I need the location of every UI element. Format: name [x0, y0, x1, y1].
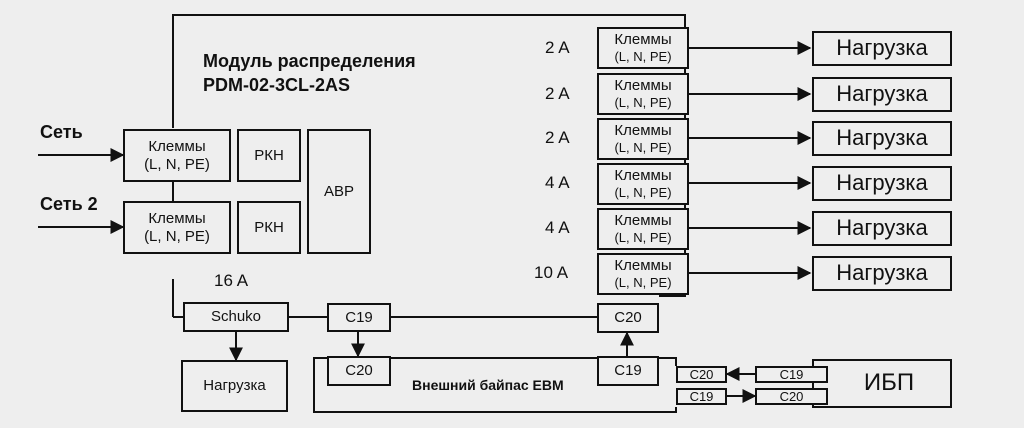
load-6: Нагрузка — [812, 256, 952, 291]
bypass-outline-left — [313, 357, 677, 413]
load-4: Нагрузка — [812, 166, 952, 201]
terminal-line1: Клеммы — [614, 77, 672, 95]
terminal-line1: Клеммы — [148, 209, 206, 227]
c19-connector-top: C19 — [327, 303, 391, 332]
c20-connector-module: C20 — [597, 303, 659, 333]
load-1: Нагрузка — [812, 31, 952, 66]
output-current-6: 10 A — [534, 263, 569, 282]
terminal-line2: (L, N, PE) — [614, 185, 672, 201]
terminal-line2: (L, N, PE) — [614, 140, 672, 156]
terminal-line1: Клеммы — [614, 122, 672, 140]
terminal-line1: Клеммы — [614, 167, 672, 185]
load-2: Нагрузка — [812, 77, 952, 112]
output-terminal-1: Клеммы (L, N, PE) — [597, 27, 689, 69]
input-label-1: Сеть — [40, 122, 83, 142]
terminal-line1: Клеммы — [614, 257, 672, 275]
terminal-line1: Клеммы — [614, 31, 672, 49]
output-current-5: 4 A — [545, 218, 570, 237]
schuko-current: 16 A — [214, 271, 249, 290]
load-5: Нагрузка — [812, 211, 952, 246]
terminal-line2: (L, N, PE) — [614, 49, 672, 65]
module-outline — [172, 14, 686, 297]
terminal-line2: (L, N, PE) — [614, 275, 672, 291]
output-current-1: 2 A — [545, 38, 570, 57]
terminal-line1: Клеммы — [148, 137, 206, 155]
input-terminal-2: Клеммы (L, N, PE) — [123, 201, 231, 254]
schuko-socket: Schuko — [183, 302, 289, 332]
module-title: Модуль распределения PDM-02-3CL-2AS — [203, 49, 416, 97]
bypass-c19-output: C19 — [676, 388, 727, 405]
output-terminal-5: Клеммы (L, N, PE) — [597, 208, 689, 250]
output-terminal-2: Клеммы (L, N, PE) — [597, 73, 689, 115]
ups-c20-overlay: C20 — [755, 388, 828, 405]
terminal-line1: Клеммы — [614, 212, 672, 230]
rkn-1: РКН — [237, 129, 301, 182]
terminal-line2: (L, N, PE) — [144, 155, 210, 173]
avr-block: АВР — [307, 129, 371, 254]
output-terminal-3: Клеммы (L, N, PE) — [597, 118, 689, 160]
input-terminal-1: Клеммы (L, N, PE) — [123, 129, 231, 182]
load-3: Нагрузка — [812, 121, 952, 156]
ups-label: ИБП — [863, 369, 915, 397]
terminal-line2: (L, N, PE) — [614, 230, 672, 246]
module-title-line1: Модуль распределения — [203, 51, 416, 71]
bypass-outline-right — [659, 357, 677, 366]
output-terminal-4: Клеммы (L, N, PE) — [597, 163, 689, 205]
c20-connector-bypass: C20 — [327, 356, 391, 386]
output-current-3: 2 A — [545, 128, 570, 147]
ups-block: ИБП — [812, 359, 952, 408]
output-terminal-6: Клеммы (L, N, PE) — [597, 253, 689, 295]
bypass-label: Внешний байпас EBM — [412, 377, 564, 393]
output-current-4: 4 A — [545, 173, 570, 192]
terminal-line2: (L, N, PE) — [614, 95, 672, 111]
ups-c19-overlay: C19 — [755, 366, 828, 383]
input-label-2: Сеть 2 — [40, 194, 98, 214]
bypass-c20-input: C20 — [676, 366, 727, 383]
c19-connector-bypass: C19 — [597, 356, 659, 386]
module-model: PDM-02-3CL-2AS — [203, 75, 351, 95]
rkn-2: РКН — [237, 201, 301, 254]
output-current-2: 2 A — [545, 84, 570, 103]
terminal-line2: (L, N, PE) — [144, 227, 210, 245]
schuko-load: Нагрузка — [181, 360, 288, 412]
